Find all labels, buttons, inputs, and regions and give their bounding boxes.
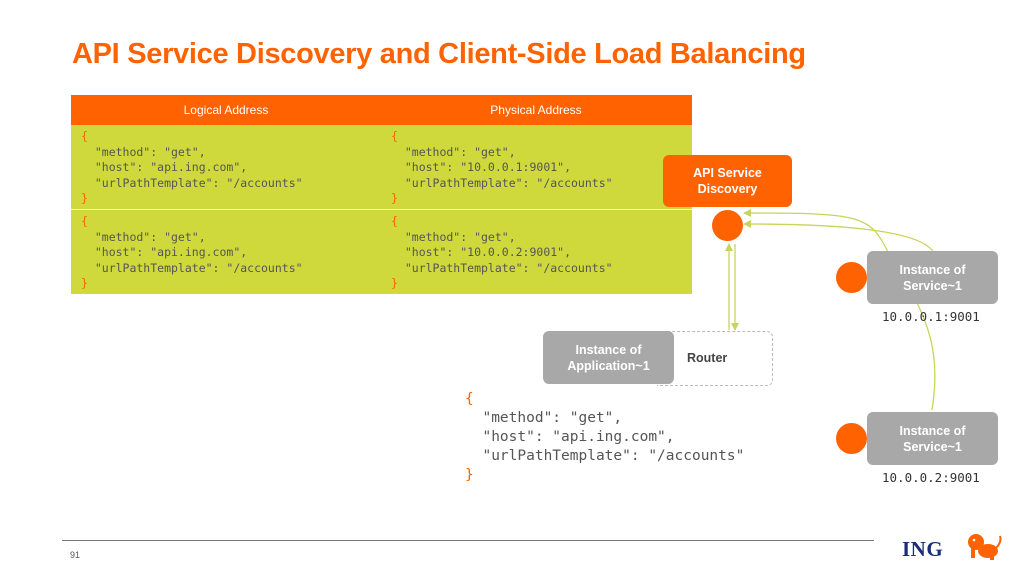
node-label: Service~1 — [903, 439, 962, 454]
ing-logo-text: ING — [902, 537, 944, 561]
method-line: "method": "get", — [465, 410, 623, 426]
page-number: 91 — [70, 550, 81, 560]
service1-address: 10.0.0.1:9001 — [882, 309, 980, 324]
open-brace: { — [391, 129, 398, 143]
close-brace: } — [81, 191, 88, 205]
router-label: Router — [687, 351, 728, 365]
lion-logo-icon — [968, 534, 1002, 560]
host-line: "host": "api.ing.com", — [465, 429, 675, 445]
service1-endpoint-dot — [836, 262, 867, 293]
physical-cell: { "method": "get", "host": "10.0.0.1:900… — [381, 125, 691, 209]
node-label: API Service — [693, 166, 762, 180]
table-row: { "method": "get", "host": "api.ing.com"… — [71, 125, 692, 209]
host-line: "host": "10.0.0.1:9001", — [391, 160, 572, 174]
service1-to-discovery — [743, 209, 889, 253]
method-line: "method": "get", — [81, 229, 206, 244]
header-physical: Physical Address — [490, 103, 582, 117]
method-line: "method": "get", — [391, 229, 516, 244]
path-line: "urlPathTemplate": "/accounts" — [81, 175, 303, 190]
table-row: { "method": "get", "host": "api.ing.com"… — [71, 209, 692, 294]
method-line: "method": "get", — [81, 144, 206, 159]
node-label: Application~1 — [567, 358, 650, 373]
method-line: "method": "get", — [391, 144, 516, 159]
host-line: "host": "10.0.0.2:9001", — [391, 245, 572, 259]
node-label: Discovery — [697, 182, 758, 196]
service2-address: 10.0.0.2:9001 — [882, 470, 980, 485]
request-json: { "method": "get", "host": "api.ing.com"… — [465, 390, 744, 485]
node-label: Instance of — [899, 423, 966, 438]
open-brace: { — [81, 214, 88, 228]
node-label: Service~1 — [903, 278, 962, 293]
open-brace: { — [81, 129, 88, 143]
close-brace: } — [465, 467, 474, 483]
logical-cell: { "method": "get", "host": "api.ing.com"… — [71, 210, 381, 294]
footer-divider — [62, 540, 874, 541]
logical-cell: { "method": "get", "host": "api.ing.com"… — [71, 125, 381, 209]
node-label: Instance of — [575, 342, 642, 357]
open-brace: { — [391, 214, 398, 228]
host-line: "host": "api.ing.com", — [81, 245, 248, 259]
service2-endpoint-dot — [836, 423, 867, 454]
open-brace: { — [465, 391, 474, 407]
slide-title: API Service Discovery and Client-Side Lo… — [72, 38, 806, 70]
table-header: Logical Address Physical Address — [71, 95, 692, 125]
path-line: "urlPathTemplate": "/accounts" — [81, 260, 303, 275]
close-brace: } — [391, 276, 398, 290]
address-table: Logical Address Physical Address { "meth… — [71, 95, 692, 294]
path-line: "urlPathTemplate": "/accounts" — [465, 448, 745, 464]
path-line: "urlPathTemplate": "/accounts" — [391, 260, 613, 275]
router-box — [657, 331, 773, 386]
close-brace: } — [81, 276, 88, 290]
physical-cell: { "method": "get", "host": "10.0.0.2:900… — [381, 210, 691, 294]
header-logical: Logical Address — [183, 103, 269, 117]
close-brace: } — [391, 191, 398, 205]
discovery-endpoint-dot — [712, 210, 743, 241]
host-line: "host": "api.ing.com", — [81, 160, 248, 174]
node-label: Instance of — [899, 262, 966, 277]
path-line: "urlPathTemplate": "/accounts" — [391, 175, 613, 190]
